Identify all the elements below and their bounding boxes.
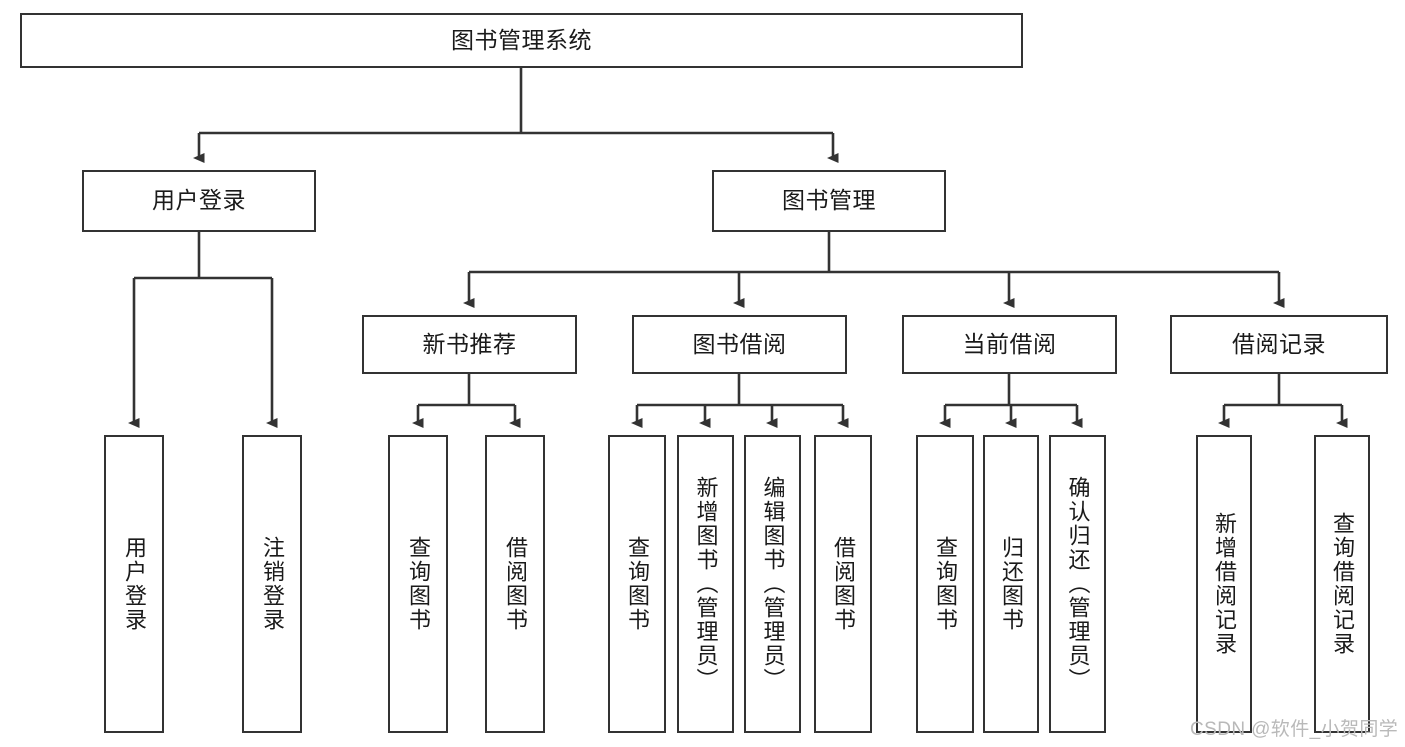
csdn-watermark: CSDN @软件_小贺同学 [1190,719,1399,740]
leaf-add-book[interactable]: 新增图书（管理员） [677,435,734,733]
leaf-user-login-label: 用户登录 [122,536,147,632]
node-root[interactable]: 图书管理系统 [20,13,1023,68]
node-book-manage-label: 图书管理 [782,187,876,214]
leaf-return-book-label: 归还图书 [999,536,1024,632]
leaf-query-book-current[interactable]: 查询图书 [916,435,974,733]
node-book-borrow-label: 图书借阅 [692,330,787,357]
leaf-user-login[interactable]: 用户登录 [104,435,164,733]
node-user-login-label: 用户登录 [152,187,246,214]
node-root-label: 图书管理系统 [451,26,592,53]
leaf-edit-book[interactable]: 编辑图书（管理员） [744,435,801,733]
node-current-borrow[interactable]: 当前借阅 [902,315,1117,374]
node-borrow-record-label: 借阅记录 [1232,330,1326,357]
leaf-edit-book-label: 编辑图书（管理员） [760,476,786,692]
node-user-login[interactable]: 用户登录 [82,170,316,232]
leaf-logout[interactable]: 注销登录 [242,435,302,733]
leaf-logout-label: 注销登录 [260,536,285,632]
leaf-query-book-current-label: 查询图书 [933,536,958,632]
node-new-book-recommend-label: 新书推荐 [422,330,517,357]
node-new-book-recommend[interactable]: 新书推荐 [362,315,577,374]
leaf-return-book[interactable]: 归还图书 [983,435,1039,733]
leaf-borrow-book-recommend[interactable]: 借阅图书 [485,435,545,733]
leaf-confirm-return-label: 确认归还（管理员） [1065,476,1091,692]
leaf-query-borrow-record-label: 查询借阅记录 [1330,512,1355,656]
leaf-borrow-book-recommend-label: 借阅图书 [503,536,528,632]
node-borrow-record[interactable]: 借阅记录 [1170,315,1388,374]
node-book-borrow[interactable]: 图书借阅 [632,315,847,374]
leaf-add-book-label: 新增图书（管理员） [693,476,719,692]
leaf-query-book-borrow[interactable]: 查询图书 [608,435,666,733]
node-current-borrow-label: 当前借阅 [962,330,1057,357]
leaf-query-book-recommend-label: 查询图书 [406,536,431,632]
leaf-query-book-recommend[interactable]: 查询图书 [388,435,448,733]
node-book-manage[interactable]: 图书管理 [712,170,946,232]
leaf-query-borrow-record[interactable]: 查询借阅记录 [1314,435,1370,733]
leaf-borrow-book[interactable]: 借阅图书 [814,435,872,733]
leaf-add-borrow-record[interactable]: 新增借阅记录 [1196,435,1252,733]
leaf-confirm-return[interactable]: 确认归还（管理员） [1049,435,1106,733]
leaf-borrow-book-label: 借阅图书 [831,536,856,632]
leaf-query-book-borrow-label: 查询图书 [625,536,650,632]
leaf-add-borrow-record-label: 新增借阅记录 [1212,512,1237,656]
